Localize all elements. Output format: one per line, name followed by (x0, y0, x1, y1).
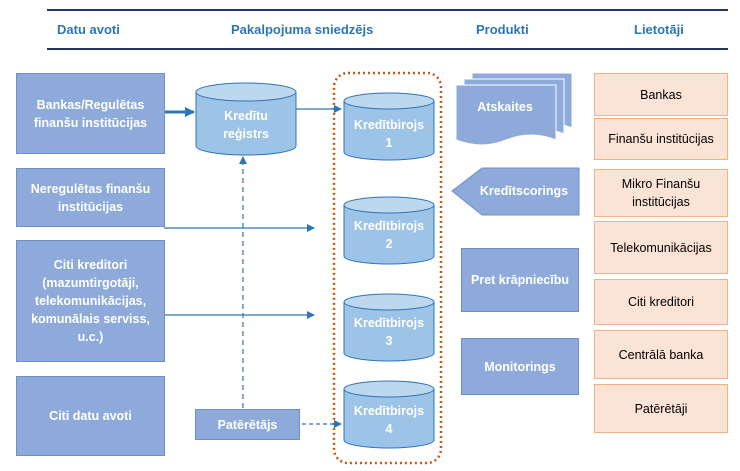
user-other-creditors: Citi kreditori (594, 279, 728, 325)
user-consumers: Patērētāji (594, 384, 728, 433)
bureau-cylinder-4 (343, 380, 435, 449)
product-monitoring-label: Monitorings (484, 359, 556, 374)
product-fraud: Pret krāpniecību (461, 248, 579, 312)
column-header-sources: Datu avoti (57, 22, 120, 37)
column-header-provider: Pakalpojuma sniedzējs (231, 22, 374, 37)
product-reports-label: Atskaites (477, 100, 533, 114)
user-micro-finance: Mikro Finanšu institūcijas (594, 169, 728, 217)
source-other-data-label: Citi datu avoti (49, 409, 132, 423)
product-monitoring: Monitorings (461, 338, 579, 395)
user-banks: Bankas (594, 73, 728, 116)
bureaus-frame (332, 71, 443, 465)
source-nonregulated: Neregulētas finanšu institūcijas (16, 168, 165, 227)
user-telecom: Telekomunikācijas (594, 221, 728, 274)
source-other-creditors-label: Citi kreditori (mazumtirgotāji, telekomu… (31, 258, 150, 344)
column-header-products: Produkti (476, 22, 529, 37)
user-central-bank: Centrālā banka (594, 330, 728, 379)
bureau-cylinder-1 (343, 92, 435, 161)
bureau-cylinder-3 (343, 293, 435, 362)
source-nonregulated-label: Neregulētas finanšu institūcijas (30, 181, 151, 214)
registry-label: Kredītu reģistrs (223, 109, 269, 141)
consumer-label: Patērētājs (217, 417, 278, 432)
header-rule-top (47, 9, 728, 11)
registry-cylinder (195, 82, 297, 156)
product-scoring-label: Kredītscorings (479, 184, 569, 198)
header-rule-bottom (47, 48, 728, 50)
product-fraud-label: Pret krāpniecību (471, 273, 569, 287)
column-header-users: Lietotāji (634, 22, 684, 37)
source-banks-regulated: Bankas/Regulētas finanšu institūcijas (16, 73, 165, 154)
bureau-cylinder-2 (343, 196, 435, 265)
user-financial-institutions: Finanšu institūcijas (594, 118, 728, 160)
source-other-data: Citi datu avoti (16, 376, 165, 456)
source-banks-regulated-label: Bankas/Regulētas finanšu institūcijas (33, 97, 148, 130)
consumer-box: Patērētājs (195, 409, 300, 440)
source-other-creditors: Citi kreditori (mazumtirgotāji, telekomu… (16, 240, 165, 362)
reports-document-stack (455, 72, 573, 146)
scoring-shape (451, 167, 580, 216)
